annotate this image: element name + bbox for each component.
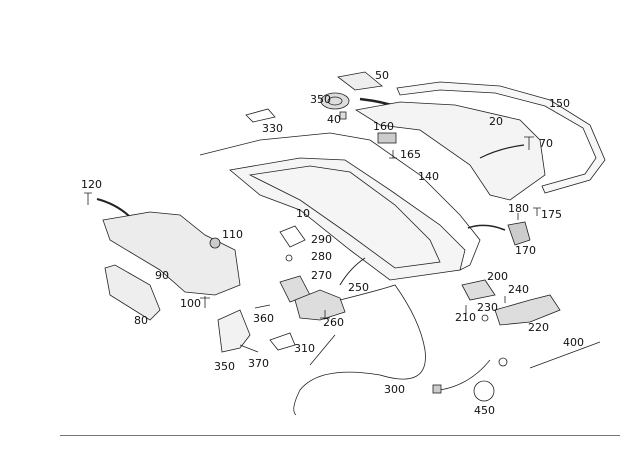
part-370-bolt: [239, 344, 259, 353]
callout-250: 250: [348, 281, 369, 294]
callout-175: 175: [541, 208, 562, 221]
part-170-hinge: [507, 221, 531, 246]
part-175-screw: [533, 207, 541, 216]
callout-170: 170: [515, 244, 536, 257]
callout-50: 50: [375, 69, 389, 82]
callout-260: 260: [323, 316, 344, 329]
part-20-panel: [354, 101, 546, 201]
part-80-bracket: [104, 264, 161, 321]
part-350-bracket: [217, 309, 251, 353]
part-40-clip: [339, 111, 347, 120]
callout-220: 220: [528, 321, 549, 334]
callout-370: 370: [248, 357, 269, 370]
callout-90: 90: [155, 269, 169, 282]
part-90-trim: [102, 211, 241, 296]
callout-280: 280: [311, 250, 332, 263]
part-120-screw: [84, 192, 92, 205]
callout-70: 70: [539, 137, 553, 150]
part-220-actuator: [494, 294, 561, 326]
callout-180: 180: [508, 202, 529, 215]
part-150-seal: [396, 81, 606, 194]
part-290-pad: [279, 225, 306, 248]
callout-80: 80: [134, 314, 148, 327]
callout-350: 350: [214, 360, 235, 373]
part-70-screw: [524, 136, 534, 150]
callout-310: 310: [294, 342, 315, 355]
part-310-plate: [269, 332, 296, 351]
part-250-latch: [294, 289, 346, 321]
callout-100: 100: [180, 297, 201, 310]
callout-240: 240: [508, 283, 529, 296]
callout-20: 20: [489, 115, 503, 128]
part-100-clip: [200, 296, 210, 308]
part-50-cover: [337, 71, 383, 91]
callout-210: 210: [455, 311, 476, 324]
callout-140: 140: [418, 170, 439, 183]
callout-330: 330: [262, 122, 283, 135]
part-300-cable: [293, 284, 426, 416]
part-450-sensor: [439, 359, 491, 391]
callout-450: 450: [474, 404, 495, 417]
callout-350: 350: [310, 93, 331, 106]
arrow: [479, 144, 525, 159]
callout-40: 40: [327, 113, 341, 126]
callout-290: 290: [311, 233, 332, 246]
part-110-grommet: [209, 237, 221, 249]
callout-150: 150: [549, 97, 570, 110]
callout-160: 160: [373, 120, 394, 133]
callout-270: 270: [311, 269, 332, 282]
callout-120: 120: [81, 178, 102, 191]
part-160: [377, 132, 397, 144]
part-200-latch: [461, 279, 496, 301]
callout-200: 200: [487, 270, 508, 283]
part-400-line: [529, 341, 601, 369]
callout-360: 360: [253, 312, 274, 325]
part-360-bolt: [254, 304, 271, 309]
callout-400: 400: [563, 336, 584, 349]
wrench-icon: [473, 380, 495, 402]
callout-300: 300: [384, 383, 405, 396]
bottom-rule: [60, 435, 620, 436]
callout-165: 165: [400, 148, 421, 161]
part-260-bolt: [320, 310, 330, 319]
callout-110: 110: [222, 228, 243, 241]
part-230-washer: [481, 314, 489, 322]
part-140-seal: [199, 132, 481, 271]
arrow: [467, 224, 506, 231]
callout-10: 10: [296, 207, 310, 220]
callout-230: 230: [477, 301, 498, 314]
arrow: [339, 257, 366, 286]
part-280-bolt: [285, 254, 293, 262]
part-350-speaker: [320, 92, 350, 110]
part-10-lid: [229, 157, 466, 281]
part-330-pad: [245, 108, 276, 123]
